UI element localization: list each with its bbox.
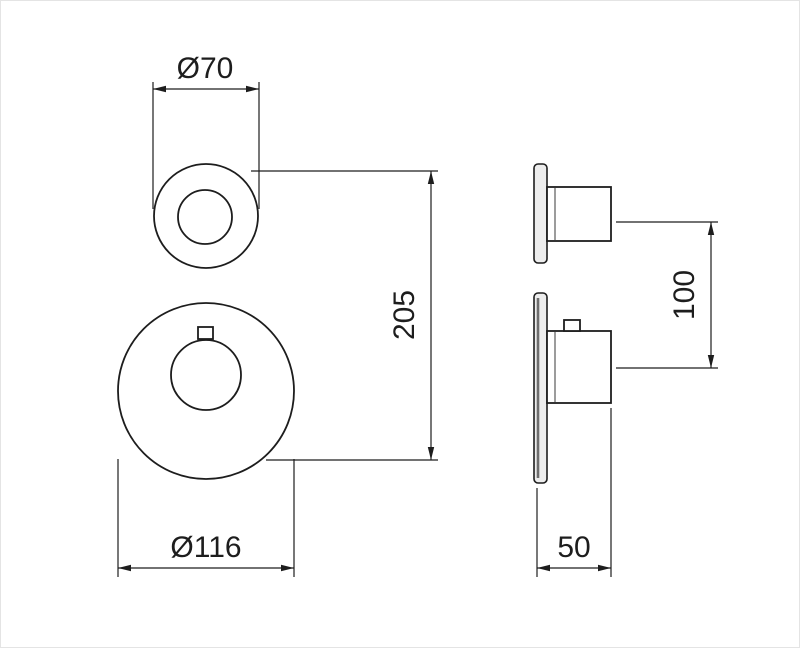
front-dial-inner-circle (170, 339, 242, 411)
dia70-arrow-right (246, 85, 259, 93)
side-view (533, 163, 612, 484)
front-dial-notch (197, 326, 214, 340)
v100-arrow-top (707, 222, 715, 235)
dimension-dia116: Ø116 (117, 459, 295, 577)
dia116-arrow-right (281, 564, 294, 572)
h205-label: 205 (388, 290, 421, 340)
v100-arrow-bottom (707, 355, 715, 368)
dimension-205: 205 (251, 170, 438, 461)
side-bottom-wall-plate (533, 292, 548, 484)
side-bottom-body (546, 330, 612, 404)
dia116-label: Ø116 (170, 531, 241, 564)
dia116-arrow-left (118, 564, 131, 572)
side-top-wall-plate (533, 163, 548, 264)
d50-arrow-left (537, 564, 550, 572)
dimension-100: 100 (616, 221, 718, 369)
d50-label: 50 (557, 531, 590, 564)
v100-label: 100 (668, 270, 701, 320)
dia70-arrow-left (153, 85, 166, 93)
h205-arrow-top (427, 171, 435, 184)
dimension-dia70: Ø70 (152, 52, 260, 209)
dimension-50: 50 (536, 408, 612, 577)
d50-arrow-right (598, 564, 611, 572)
side-bottom-knob (563, 319, 581, 332)
front-view (117, 163, 295, 480)
side-top-body (546, 186, 612, 242)
dia70-label: Ø70 (177, 52, 234, 85)
h205-arrow-bottom (427, 447, 435, 460)
front-knob-inner-circle (177, 189, 233, 245)
